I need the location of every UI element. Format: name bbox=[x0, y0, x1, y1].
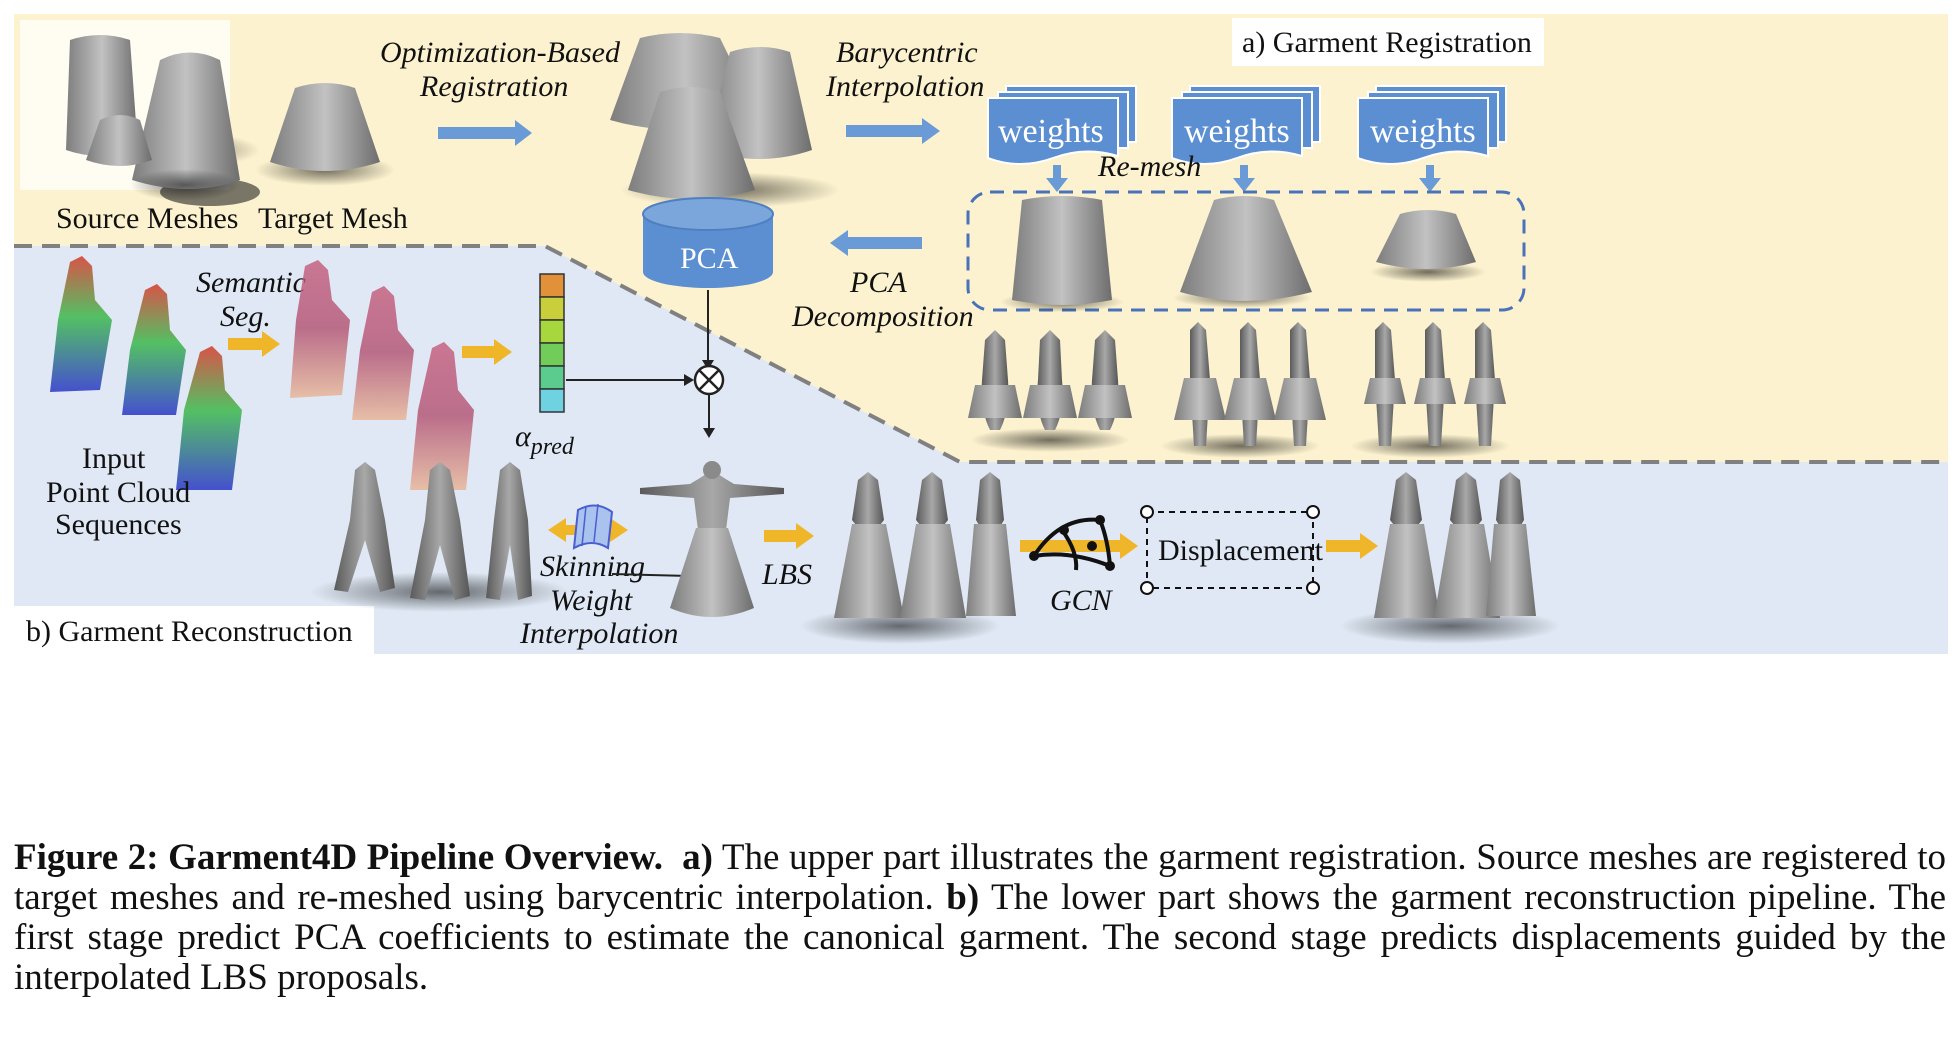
target-mesh-image bbox=[255, 83, 395, 186]
gcn-label: GCN bbox=[1050, 584, 1114, 617]
pca-cylinder bbox=[642, 197, 774, 288]
weights-label-1: weights bbox=[998, 113, 1104, 150]
panel-divider bbox=[14, 244, 1948, 464]
segmented-point-clouds bbox=[290, 260, 474, 490]
panel-b-title: b) Garment Reconstruction bbox=[26, 615, 353, 648]
source-meshes-label: Source Meshes bbox=[56, 202, 238, 235]
bary-label-1: Barycentric bbox=[836, 36, 978, 69]
target-mesh-label: Target Mesh bbox=[258, 202, 408, 235]
registered-meshes-image bbox=[610, 33, 840, 208]
lbs-result-figures bbox=[800, 472, 1016, 644]
pca-dec-label-1: PCA bbox=[849, 266, 907, 299]
alpha-cell bbox=[539, 342, 565, 367]
skinning-label-3: Interpolation bbox=[519, 617, 678, 650]
blue-down-arrow-1 bbox=[1046, 165, 1068, 192]
caption-a-label: a) bbox=[682, 837, 713, 878]
pipeline-figure: a) Garment Registration b) Garment Recon… bbox=[14, 14, 1948, 654]
remeshed-garments-image bbox=[1000, 196, 1486, 312]
panel-a-title: a) Garment Registration bbox=[1242, 26, 1532, 59]
blue-arrow-1 bbox=[438, 120, 532, 146]
blue-down-arrow-3 bbox=[1419, 165, 1441, 192]
bary-label-2: Interpolation bbox=[825, 70, 984, 103]
weights-stack-1 bbox=[987, 85, 1137, 165]
caption-b-text: The lower part shows the garment reconst… bbox=[14, 877, 1946, 998]
semantic-seg-label-1: Semantic bbox=[196, 266, 306, 299]
pca-label: PCA bbox=[680, 242, 739, 275]
blue-arrow-pca bbox=[830, 230, 922, 256]
input-point-clouds bbox=[50, 256, 242, 490]
caption-fig-label: Figure 2: Garment4D Pipeline Overview. bbox=[14, 837, 664, 878]
lbs-label: LBS bbox=[761, 558, 812, 591]
weights-label-2: weights bbox=[1184, 113, 1290, 150]
caption-b-label: b) bbox=[946, 877, 980, 918]
alpha-pred-vector bbox=[539, 273, 565, 413]
tensor-product-symbol bbox=[693, 364, 725, 396]
yellow-arrow-3 bbox=[764, 523, 814, 549]
remesh-box bbox=[966, 190, 1526, 312]
input-label-3: Sequences bbox=[55, 508, 182, 541]
alpha-cell bbox=[539, 365, 565, 390]
alpha-cell bbox=[539, 319, 565, 344]
input-label-2: Point Cloud bbox=[46, 476, 190, 509]
weights-label-3: weights bbox=[1370, 113, 1476, 150]
remesh-label: Re-mesh bbox=[1097, 150, 1201, 183]
alpha-pred-label: αpred bbox=[515, 420, 575, 460]
blue-down-arrow-2 bbox=[1233, 165, 1255, 192]
pca-dec-label-2: Decomposition bbox=[791, 300, 974, 333]
skinning-label-1: Skinning bbox=[540, 550, 645, 583]
weights-stack-3 bbox=[1357, 85, 1507, 165]
yellow-arrow-5 bbox=[1326, 533, 1378, 559]
semantic-seg-label-2: Seg. bbox=[220, 300, 271, 333]
skinning-surface-icon bbox=[572, 503, 614, 550]
walking-humans bbox=[310, 462, 570, 612]
garment-motion-figures bbox=[968, 322, 1510, 458]
final-result-figures bbox=[1340, 472, 1560, 644]
alpha-cell bbox=[539, 273, 565, 298]
weights-stack-2 bbox=[1171, 85, 1321, 165]
yellow-arrow-4 bbox=[1020, 533, 1138, 559]
displacement-box bbox=[1140, 505, 1320, 595]
canonical-garment-image bbox=[640, 461, 784, 617]
displacement-label: Displacement bbox=[1158, 534, 1324, 567]
skinning-label-2: Weight bbox=[550, 584, 633, 617]
input-label-1: Input bbox=[82, 442, 146, 475]
figure-caption: Figure 2: Garment4D Pipeline Overview. a… bbox=[14, 838, 1946, 998]
source-meshes-image bbox=[20, 20, 260, 206]
yellow-arrow-2 bbox=[462, 339, 512, 365]
alpha-cell bbox=[539, 388, 565, 413]
blue-arrow-2 bbox=[846, 118, 940, 144]
gcn-graph-icon bbox=[1029, 515, 1115, 571]
opt-reg-label-2: Registration bbox=[419, 70, 568, 103]
yellow-arrow-1 bbox=[228, 331, 280, 357]
caption-a-text: The upper part illustrates the garment r… bbox=[14, 837, 1947, 918]
opt-reg-label-1: Optimization-Based bbox=[380, 36, 621, 69]
alpha-cell bbox=[539, 296, 565, 321]
